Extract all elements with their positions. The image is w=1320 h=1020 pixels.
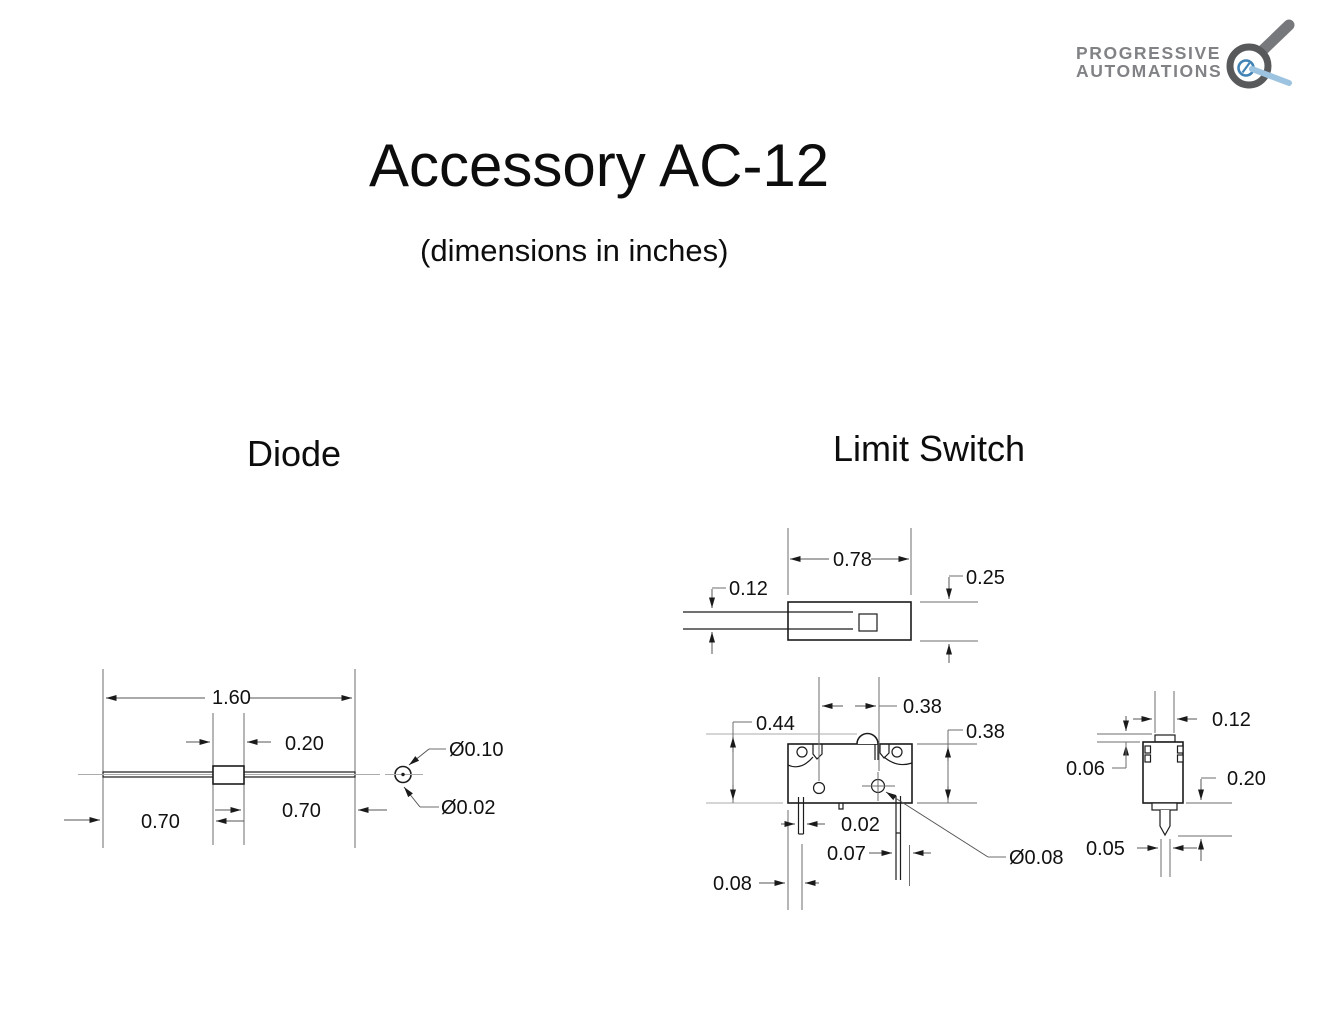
front-view-hole-top-right [891,746,903,758]
dim-plunger-width: 0.12 [1133,691,1251,733]
dim-cable-diameter: 0.12 [709,578,768,654]
side-view-step [1151,802,1178,811]
diode-drawing: 1.60 0.20 0.70 0.70 [64,669,503,848]
front-view-wave-left [787,756,814,768]
diode-section-heading: Diode [247,433,342,474]
side-view-body [1142,741,1184,804]
page-subtitle: (dimensions in inches) [420,233,729,268]
dim-label-total-length: 1.60 [212,687,251,709]
front-view-terminals [797,796,902,880]
dim-label-top-width: 0.25 [966,567,1005,589]
dim-terminal-inset-right: 0.07 [827,843,931,865]
diode-body [212,765,245,785]
limit-switch-top-view: 0.78 0.12 0.25 [683,528,1005,663]
dim-label-lever-drop: 0.20 [1227,768,1266,790]
dim-diode-lead-left: 0.70 [64,811,244,833]
dim-cap-height: 0.06 [1066,716,1152,780]
logo-text-line2: AUTOMATIONS [1076,60,1223,81]
dim-diode-body-length: 0.20 [186,733,324,755]
magnifier-blue-stick [1249,66,1292,86]
dim-terminal-inset-left: 0.08 [713,873,819,895]
dim-diode-total-length: 1.60 [106,687,352,709]
dim-label-plunger-width: 0.12 [1212,709,1251,731]
dim-label-terminal-inset-left: 0.08 [713,873,752,895]
diode-end-view-lead-dot [401,772,405,777]
front-view-wave-right [883,756,913,766]
dim-label-body-length: 0.20 [285,733,324,755]
front-view-hole-top-left [796,746,808,758]
front-view-plunger-arc [856,732,879,745]
magnifier-handle [1256,19,1295,57]
dim-label-hole-spacing: 0.38 [903,696,942,718]
front-view-hole-mid-left [812,781,826,795]
leader-diode-body-diameter: Ø0.10 [408,739,503,766]
magnifier-ring [1226,43,1272,89]
magnifier-logo-icon [1226,19,1295,89]
page-title: Accessory AC-12 [369,132,830,199]
dim-label-top-length: 0.78 [833,549,872,571]
dim-tip-width: 0.05 [1086,838,1197,877]
dim-overall-height: 0.44 [706,713,857,804]
dim-terminal-thickness: 0.02 [781,814,880,836]
front-view-notch-left [812,744,823,760]
dim-lever-drop: 0.20 [1178,768,1266,861]
side-view-pin-tip [1159,810,1171,837]
dim-body-height: 0.38 [917,721,1005,804]
top-view-body [787,601,912,641]
side-view-tabs [1144,745,1184,763]
dim-label-overall-height: 0.44 [756,713,795,735]
dim-label-lead-diameter: Ø0.02 [441,797,495,819]
dim-label-tip-width: 0.05 [1086,838,1125,860]
front-view-center-stub [838,803,844,810]
dim-label-lead-left: 0.70 [141,811,180,833]
leader-diode-lead-diameter: Ø0.02 [403,786,495,819]
dim-top-view-width: 0.25 [920,567,1005,663]
dim-label-lead-right: 0.70 [282,800,321,822]
top-view-inner-square [858,613,878,632]
limit-switch-section-heading: Limit Switch [833,428,1026,469]
leader-hole-diameter: Ø0.08 [885,791,1063,869]
dim-label-cable-diameter: 0.12 [729,578,768,600]
dim-top-view-length: 0.78 [787,528,912,595]
limit-switch-side-view: 0.12 0.06 [1066,691,1266,877]
dim-label-hole-diameter: Ø0.08 [1009,847,1063,869]
logo-text-line1: PROGRESSIVE [1076,43,1221,63]
dim-label-body-height: 0.38 [966,721,1005,743]
dim-hole-spacing: 0.38 [818,677,942,781]
front-view-notch-right [879,744,890,759]
magnifier-inner-slash [1241,62,1251,74]
dim-label-body-diameter: Ø0.10 [449,739,503,761]
side-view-cap [1154,734,1176,743]
limit-switch-front-view: 0.38 0.44 0.38 [706,677,1063,910]
logo: PROGRESSIVE AUTOMATIONS [1076,43,1223,81]
dim-label-cap-height: 0.06 [1066,758,1105,780]
diode-end-view [385,765,423,784]
dim-label-terminal-thickness: 0.02 [841,814,880,836]
dim-label-terminal-inset-right: 0.07 [827,843,866,865]
dim-diode-lead-right: 0.70 [215,800,387,822]
